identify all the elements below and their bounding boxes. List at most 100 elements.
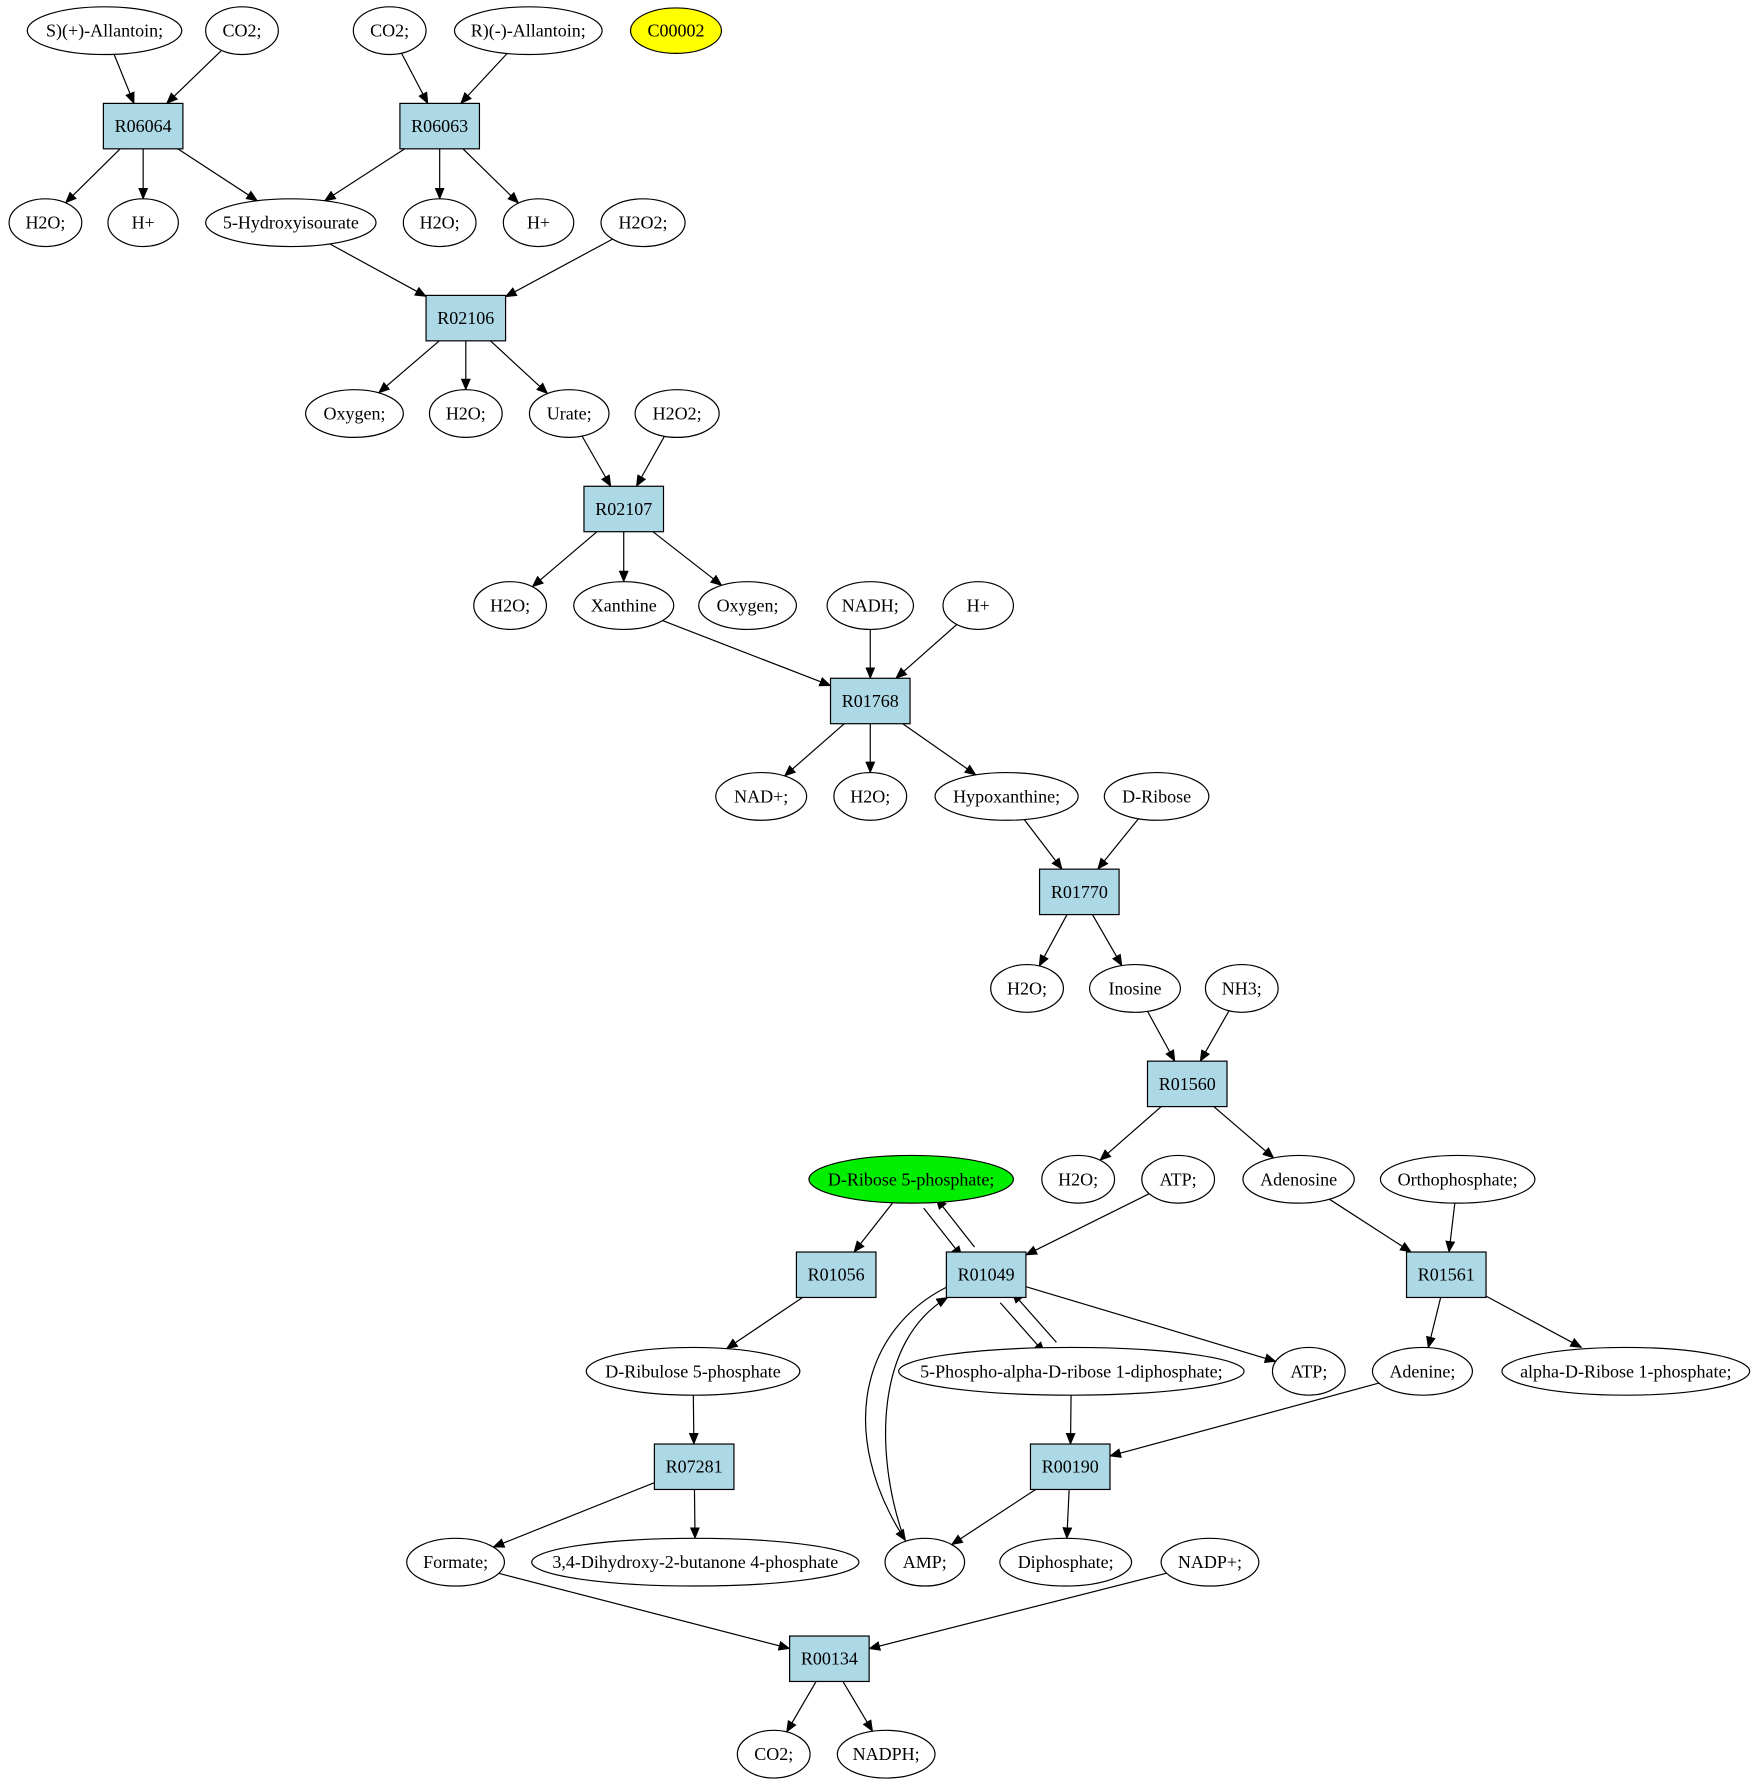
reaction-node-r01770[interactable]: R01770 bbox=[1038, 868, 1120, 916]
compound-label-hplus-2: H+ bbox=[527, 213, 550, 233]
compound-label-h2o2-2: H2O2; bbox=[653, 404, 702, 424]
compound-ellipse-adenosine bbox=[1242, 1154, 1355, 1204]
edge-co2-b-to-r06063 bbox=[400, 52, 429, 105]
edge-r01561-to-r1p bbox=[1485, 1295, 1583, 1348]
compound-ellipse-amp bbox=[884, 1537, 966, 1587]
reaction-box-r00190 bbox=[1029, 1443, 1111, 1491]
compound-node-h2o-2[interactable]: H2O; bbox=[402, 198, 477, 248]
compound-node-amp[interactable]: AMP; bbox=[884, 1537, 966, 1587]
compound-node-nh3[interactable]: NH3; bbox=[1204, 963, 1279, 1013]
edge-adenosine-to-r01561 bbox=[1329, 1198, 1412, 1253]
compound-node-nadph[interactable]: NADPH; bbox=[836, 1729, 936, 1779]
compound-ellipse-r1p bbox=[1501, 1346, 1751, 1396]
reaction-node-r01056[interactable]: R01056 bbox=[795, 1251, 877, 1299]
compound-ellipse-xanthine bbox=[573, 581, 675, 631]
compound-node-inosine[interactable]: Inosine bbox=[1088, 963, 1182, 1013]
edge-r01049-to-prpp bbox=[999, 1302, 1046, 1354]
reaction-node-r02106[interactable]: R02106 bbox=[425, 294, 507, 342]
reaction-label-r06064: R06064 bbox=[115, 116, 172, 136]
compound-ellipse-oxygen-1 bbox=[305, 389, 404, 439]
compound-node-co2-c[interactable]: CO2; bbox=[736, 1729, 811, 1779]
compound-node-h2o-1[interactable]: H2O; bbox=[8, 198, 83, 248]
compound-node-formate[interactable]: Formate; bbox=[406, 1537, 506, 1587]
reaction-box-r01049 bbox=[945, 1251, 1027, 1299]
compound-node-nadplus[interactable]: NAD+; bbox=[715, 771, 808, 821]
reaction-node-r01561[interactable]: R01561 bbox=[1405, 1251, 1487, 1299]
compound-node-hydroxyisourate[interactable]: 5-Hydroxyisourate bbox=[205, 198, 377, 248]
reaction-node-r06063[interactable]: R06063 bbox=[399, 102, 481, 150]
compound-node-h2o-3[interactable]: H2O; bbox=[428, 389, 503, 439]
edge-prpp-to-r00190 bbox=[1065, 1395, 1076, 1446]
compound-node-hplus-1[interactable]: H+ bbox=[107, 198, 179, 248]
compound-label-h2o-6: H2O; bbox=[1007, 978, 1047, 998]
edge-r5p-to-r01056 bbox=[853, 1202, 893, 1253]
compound-node-urate[interactable]: Urate; bbox=[528, 389, 610, 439]
compound-label-nadh: NADH; bbox=[842, 596, 899, 616]
compound-ellipse-nadpplus bbox=[1160, 1537, 1260, 1587]
compound-node-dribose[interactable]: D-Ribose bbox=[1103, 771, 1210, 821]
compound-ellipse-h2o2-1 bbox=[600, 198, 686, 248]
reaction-node-r07281[interactable]: R07281 bbox=[653, 1443, 735, 1491]
compound-label-nadplus: NAD+; bbox=[734, 786, 788, 806]
compound-label-hypoxanthine: Hypoxanthine; bbox=[953, 786, 1060, 806]
compound-ellipse-hplus-2 bbox=[502, 198, 575, 248]
compound-node-ru5p[interactable]: D-Ribulose 5-phosphate bbox=[585, 1346, 801, 1396]
compound-ellipse-nadplus bbox=[715, 771, 808, 821]
compound-node-oxygen-1[interactable]: Oxygen; bbox=[305, 389, 404, 439]
compound-node-xanthine[interactable]: Xanthine bbox=[573, 581, 675, 631]
compound-node-adenosine[interactable]: Adenosine bbox=[1242, 1154, 1355, 1204]
reaction-node-r00190[interactable]: R00190 bbox=[1029, 1443, 1111, 1491]
reaction-node-r02107[interactable]: R02107 bbox=[583, 485, 665, 533]
compound-node-dhbp[interactable]: 3,4-Dihydroxy-2-butanone 4-phosphate bbox=[531, 1537, 860, 1587]
compound-label-r-allantoin: R)(-)-Allantoin; bbox=[471, 21, 586, 42]
edge-r07281-to-dhbp bbox=[689, 1489, 700, 1540]
reaction-node-r01049[interactable]: R01049 bbox=[945, 1251, 1027, 1299]
compound-node-c00002[interactable]: C00002 bbox=[629, 7, 723, 54]
edge-r06063-to-hydroxyisourate bbox=[323, 148, 405, 202]
compound-label-orthophosphate: Orthophosphate; bbox=[1398, 1169, 1518, 1189]
compound-node-hypoxanthine[interactable]: Hypoxanthine; bbox=[934, 771, 1079, 821]
compound-ellipse-atp-2 bbox=[1271, 1346, 1346, 1396]
compound-node-h2o-5[interactable]: H2O; bbox=[833, 771, 908, 821]
reaction-label-r02107: R02107 bbox=[595, 499, 652, 519]
compound-node-h2o-4[interactable]: H2O; bbox=[473, 581, 548, 631]
compound-node-h2o2-1[interactable]: H2O2; bbox=[600, 198, 686, 248]
reaction-node-r01560[interactable]: R01560 bbox=[1146, 1060, 1228, 1108]
compound-label-r1p: alpha-D-Ribose 1-phosphate; bbox=[1520, 1361, 1731, 1381]
compound-ellipse-h2o-1 bbox=[8, 198, 83, 248]
reaction-node-r00134[interactable]: R00134 bbox=[789, 1635, 870, 1683]
compound-label-dribose: D-Ribose bbox=[1122, 786, 1191, 806]
compound-node-oxygen-2[interactable]: Oxygen; bbox=[698, 581, 798, 631]
compound-node-hplus-3[interactable]: H+ bbox=[942, 581, 1015, 631]
reaction-box-r02106 bbox=[425, 294, 507, 342]
compound-node-nadpplus[interactable]: NADP+; bbox=[1160, 1537, 1260, 1587]
compound-node-nadh[interactable]: NADH; bbox=[826, 581, 915, 631]
compound-node-r-allantoin[interactable]: R)(-)-Allantoin; bbox=[453, 6, 603, 56]
compound-label-c00002: C00002 bbox=[647, 21, 704, 41]
compound-node-diphosphate[interactable]: Diphosphate; bbox=[999, 1537, 1133, 1587]
compound-node-h2o-6[interactable]: H2O; bbox=[990, 963, 1065, 1013]
compound-ellipse-co2-c bbox=[736, 1729, 811, 1779]
compound-node-orthophosphate[interactable]: Orthophosphate; bbox=[1379, 1154, 1536, 1204]
compound-node-r1p[interactable]: alpha-D-Ribose 1-phosphate; bbox=[1501, 1346, 1751, 1396]
compound-label-formate: Formate; bbox=[423, 1552, 488, 1572]
compound-label-hydroxyisourate: 5-Hydroxyisourate bbox=[223, 213, 359, 233]
reaction-node-r06064[interactable]: R06064 bbox=[102, 102, 184, 150]
compound-node-r5p[interactable]: D-Ribose 5-phosphate; bbox=[808, 1154, 1015, 1204]
compound-node-h2o-7[interactable]: H2O; bbox=[1041, 1154, 1116, 1204]
compound-node-h2o2-2[interactable]: H2O2; bbox=[634, 389, 720, 439]
compound-node-prpp[interactable]: 5-Phospho-alpha-D-ribose 1-diphosphate; bbox=[898, 1346, 1245, 1396]
compound-node-atp-2[interactable]: ATP; bbox=[1271, 1346, 1346, 1396]
reaction-box-r06064 bbox=[102, 102, 184, 150]
compound-node-co2-a[interactable]: CO2; bbox=[205, 6, 279, 56]
compound-node-hplus-2[interactable]: H+ bbox=[502, 198, 575, 248]
reaction-node-r01768[interactable]: R01768 bbox=[829, 677, 911, 725]
compound-node-adenine[interactable]: Adenine; bbox=[1371, 1346, 1474, 1396]
compound-node-atp-1[interactable]: ATP; bbox=[1141, 1154, 1216, 1204]
compound-node-s-allantoin[interactable]: S)(+)-Allantoin; bbox=[26, 6, 183, 56]
edge-r01560-to-h2o-7 bbox=[1099, 1106, 1162, 1161]
compound-node-co2-b[interactable]: CO2; bbox=[352, 6, 427, 56]
compound-label-nadph: NADPH; bbox=[853, 1744, 920, 1764]
compound-label-hplus-3: H+ bbox=[967, 596, 990, 616]
edge-r-allantoin-to-r06063 bbox=[460, 53, 508, 105]
